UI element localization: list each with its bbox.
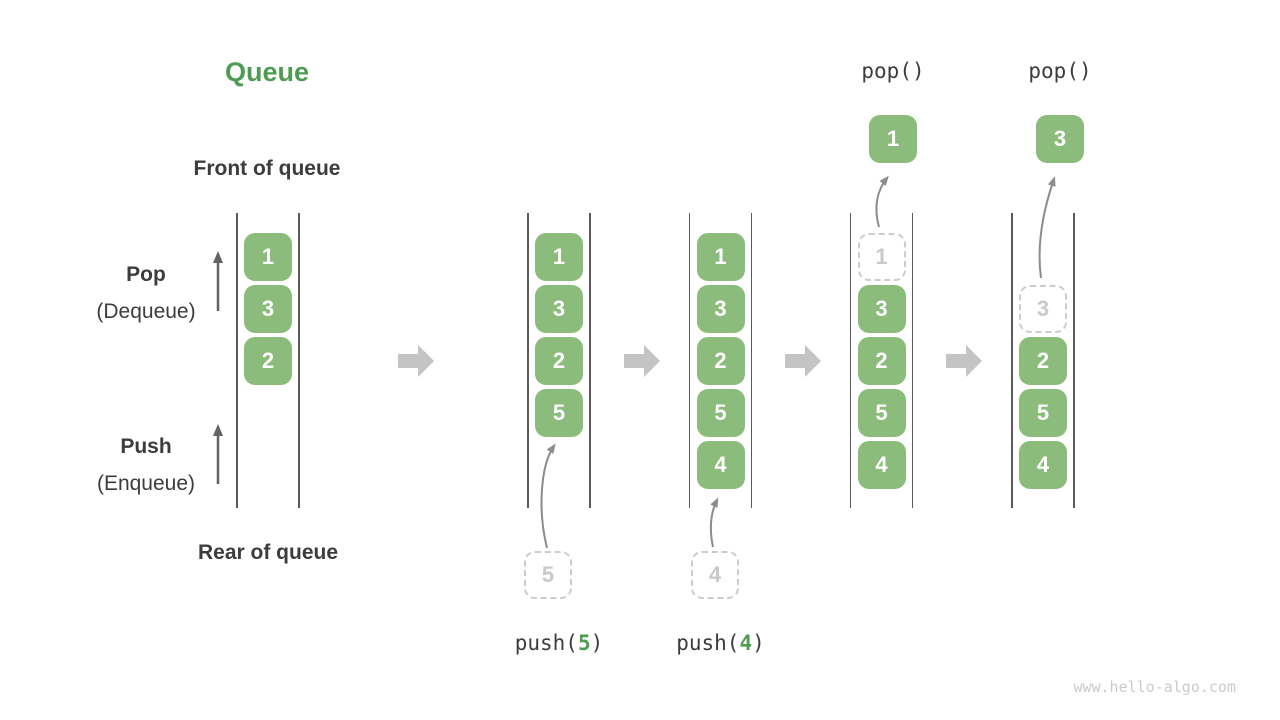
queue-item-1: 1	[244, 233, 292, 281]
queue-rail	[849, 213, 852, 508]
step-arrow-icon-3	[785, 345, 821, 377]
staged-value-box: 4	[691, 551, 739, 599]
queue-item-1: 1	[535, 233, 583, 281]
queue-item-3: 3	[696, 285, 745, 333]
pop-dequeue-label: Pop (Dequeue)	[54, 256, 238, 330]
push-4-arrow-icon	[709, 497, 719, 548]
queue-rail	[1011, 213, 1013, 508]
queue-item-removed-3: 3	[1019, 285, 1067, 333]
push-call-label: push(4)	[641, 631, 801, 655]
step-arrow-icon-1	[398, 345, 434, 377]
pop-3-arrow-icon	[1038, 176, 1056, 279]
queue-item-3: 3	[244, 285, 292, 333]
pop-operation-label: Pop	[126, 263, 166, 286]
push-arg-value: 5	[577, 631, 591, 655]
queue-rail	[298, 213, 300, 508]
queue-item-1: 1	[696, 233, 745, 281]
step-arrow-icon-2	[624, 345, 660, 377]
step-arrow-icon-4	[946, 345, 982, 377]
push-arg-value: 4	[739, 631, 753, 655]
pop-call-label: pop()	[861, 59, 925, 83]
push-enqueue-label: Push (Enqueue)	[54, 428, 238, 502]
push-operation-label: Push	[120, 435, 172, 458]
enqueue-alias-label: (Enqueue)	[96, 472, 196, 495]
queue-item-2: 2	[696, 337, 745, 385]
push-call-text: )	[752, 631, 765, 655]
queue-rail	[911, 213, 914, 508]
queue-item-5: 5	[857, 389, 906, 437]
queue-item-5: 5	[696, 389, 745, 437]
staged-value-box: 5	[524, 551, 572, 599]
queue-rail	[1073, 213, 1075, 508]
page-title: Queue	[224, 57, 310, 87]
queue-rail	[589, 213, 591, 508]
push-call-text: push(	[514, 631, 578, 655]
queue-item-3: 3	[857, 285, 906, 333]
front-of-queue-label: Front of queue	[193, 157, 341, 180]
watermark: www.hello-algo.com	[1073, 678, 1236, 696]
queue-item-2: 2	[244, 337, 292, 385]
rear-of-queue-label: Rear of queue	[197, 541, 339, 564]
queue-item-2: 2	[1019, 337, 1067, 385]
queue-item-5: 5	[535, 389, 583, 437]
dequeue-alias-label: (Dequeue)	[96, 300, 196, 323]
pop-call-label: pop()	[1028, 59, 1092, 83]
queue-item-3: 3	[535, 285, 583, 333]
queue-rail	[236, 213, 238, 508]
queue-item-4: 4	[1019, 441, 1067, 489]
queue-item-2: 2	[857, 337, 906, 385]
push-call-text: )	[590, 631, 604, 655]
queue-item-4: 4	[696, 441, 745, 489]
queue-item-4: 4	[857, 441, 906, 489]
queue-rail	[527, 213, 529, 508]
push-call-label: push(5)	[479, 631, 639, 655]
queue-item-2: 2	[535, 337, 583, 385]
push-5-arrow-icon	[540, 443, 556, 549]
popped-value-box: 3	[1036, 115, 1084, 163]
queue-item-removed-1: 1	[857, 233, 906, 281]
pop-1-arrow-icon	[875, 175, 889, 228]
queue-rail	[750, 213, 753, 508]
popped-value-box: 1	[869, 115, 917, 163]
push-call-text: push(	[676, 631, 740, 655]
queue-item-5: 5	[1019, 389, 1067, 437]
queue-rail	[688, 213, 691, 508]
